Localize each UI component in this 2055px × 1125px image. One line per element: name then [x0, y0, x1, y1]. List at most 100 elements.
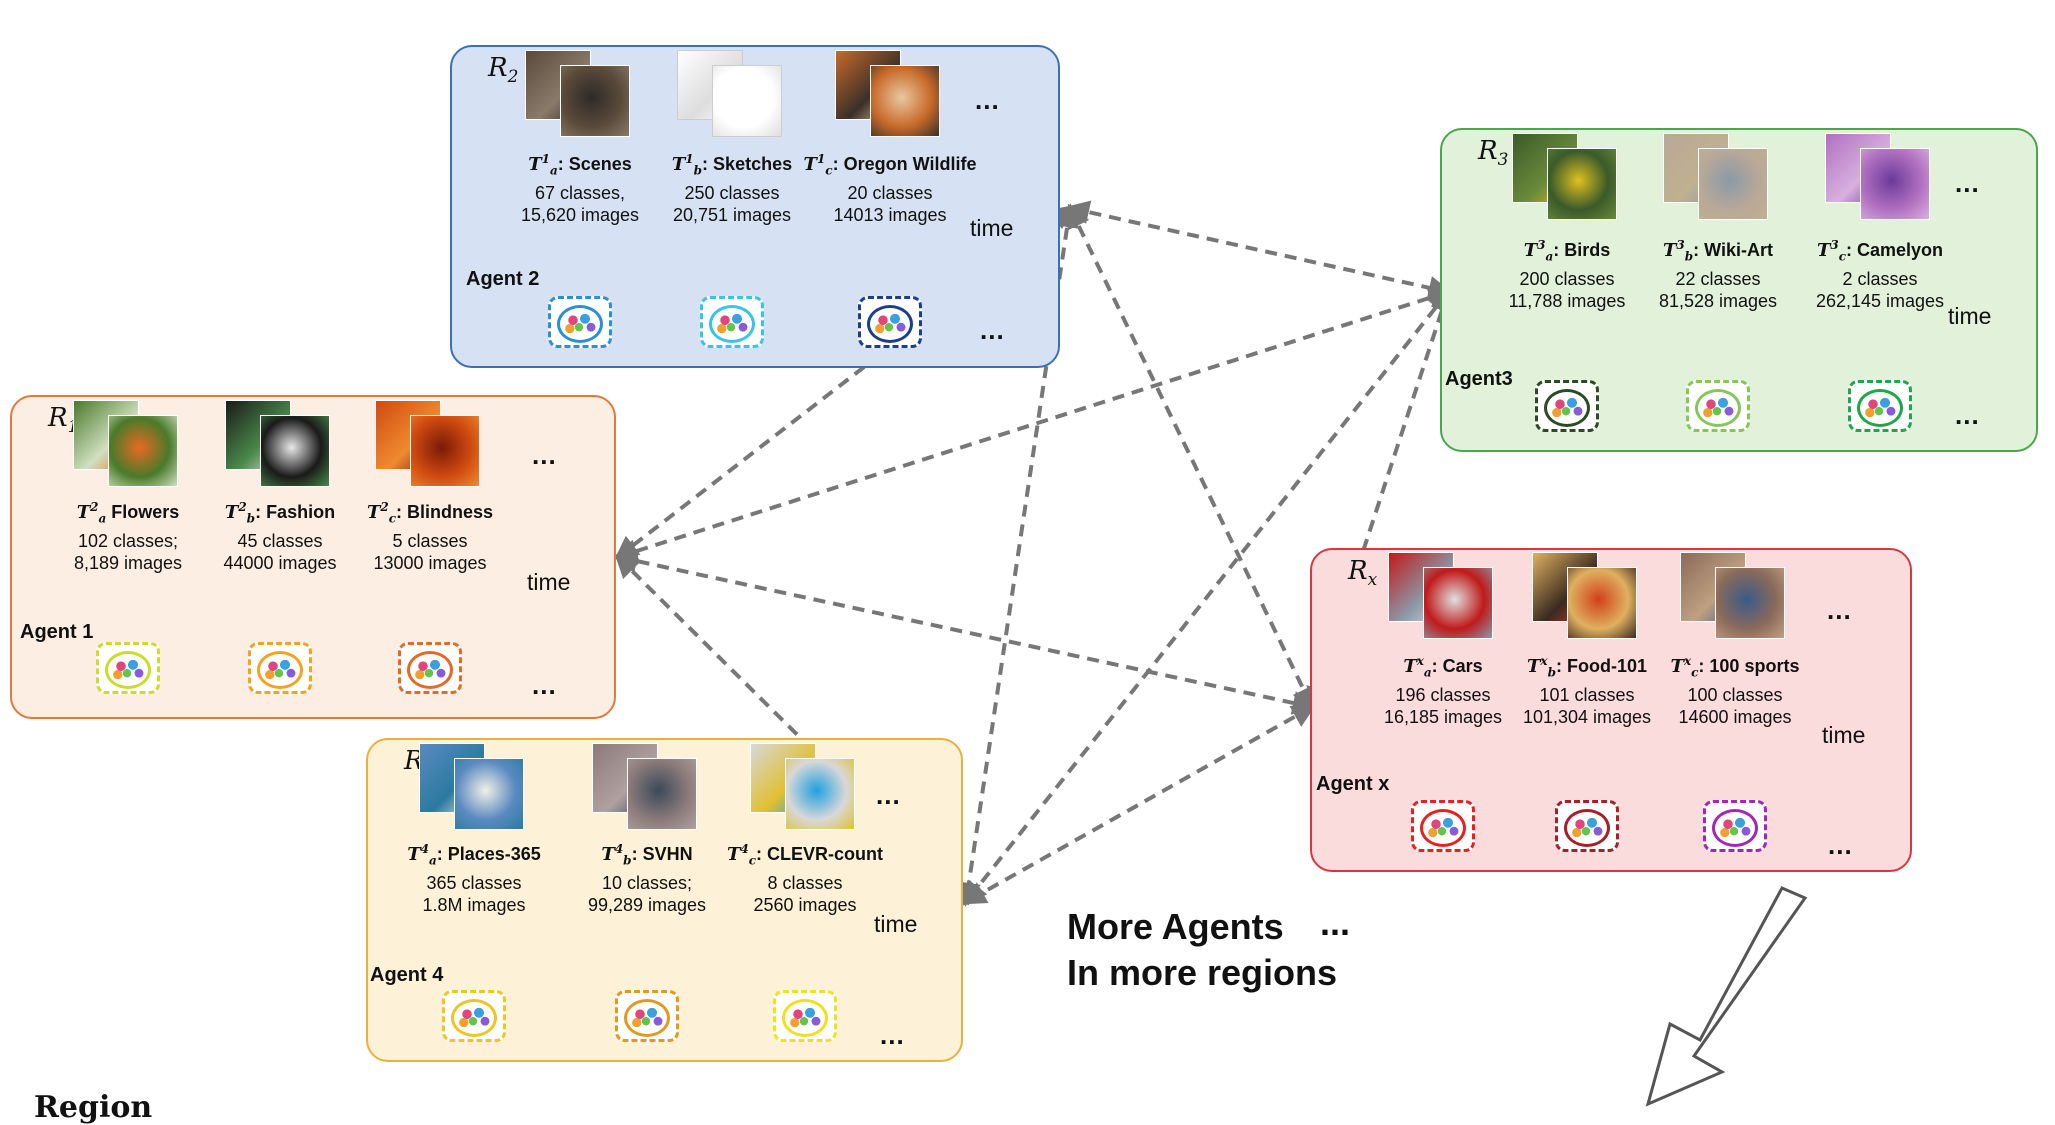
task-name: Flowers [111, 502, 180, 522]
more-clusters-ellipsis: ... [1828, 830, 1853, 860]
dataset-thumbnail [1825, 133, 1891, 203]
task-title: T3b: Wiki-Art [1659, 234, 1777, 268]
task-images: 2560 images [753, 894, 857, 915]
task-symbol-letter: T [1527, 656, 1541, 677]
task-images: 16,185 images [1383, 706, 1503, 727]
task-symbol-letter: T [1403, 656, 1417, 677]
task-symbol-superscript: 4 [740, 842, 749, 856]
task-classes: 8 classes [767, 872, 843, 893]
task-symbol-subscript: a [549, 163, 558, 178]
task-symbol: T3b [1663, 238, 1693, 264]
task-images: 8,189 images [73, 552, 183, 573]
task-name: Blindness [407, 502, 494, 522]
more-agents-line2: In more regions [1067, 952, 1338, 993]
region-letter: R [488, 53, 508, 83]
feature-cluster-icon [442, 990, 506, 1042]
zoom-arrow [1645, 886, 1808, 1107]
task-symbol-superscript: x [1540, 654, 1548, 668]
more-tasks-ellipsis: ... [876, 780, 901, 810]
cluster-ellipse [1712, 809, 1758, 847]
agent-label: Agent 4 [370, 964, 444, 986]
more-clusters-ellipsis: ... [880, 1020, 905, 1050]
task-colon: : [1431, 656, 1443, 676]
region-letter: R [404, 746, 424, 776]
task-images: 99,289 images [587, 894, 707, 915]
feature-cluster-icon [1555, 800, 1619, 852]
task-title: T2a Flowers [74, 496, 182, 530]
task-classes: 196 classes [1395, 684, 1491, 705]
task-classes: 67 classes, [534, 182, 626, 203]
task-symbol: T4b [601, 842, 631, 868]
task-symbol: T1c [803, 152, 833, 178]
dataset-thumbnail [785, 758, 855, 830]
task-symbol-letter: T [601, 844, 615, 865]
cluster-ellipse [1857, 389, 1903, 427]
task-name: Fashion [266, 502, 336, 522]
dataset-thumbnail [260, 415, 330, 487]
cluster-ellipse [867, 305, 913, 343]
more-agents-note: More Agents In more regions [1067, 904, 1337, 996]
task-images: 15,620 images [520, 204, 640, 225]
task-symbol-superscript: 4 [614, 842, 624, 856]
feature-cluster-icon [773, 990, 837, 1042]
task-name: Wiki-Art [1704, 240, 1773, 260]
task-symbol: Txb [1527, 654, 1556, 680]
task-images: 11,788 images [1508, 290, 1626, 311]
task-name: Scenes [568, 154, 632, 174]
task-symbol-letter: T [671, 154, 686, 175]
task-symbol: Txa [1403, 654, 1431, 680]
region-label: R3 [1478, 136, 1508, 170]
task-images: 262,145 images [1815, 290, 1945, 311]
task-symbol-superscript: 1 [685, 152, 694, 166]
dataset-thumbnail [1423, 567, 1493, 639]
more-agents-ellipsis: ... [1320, 902, 1351, 943]
task-name: Places-365 [447, 844, 541, 864]
cluster-ellipse [1695, 389, 1741, 427]
agent-link-arrow [613, 549, 1317, 715]
more-clusters-ellipsis: ... [980, 315, 1005, 345]
task-symbol-subscript: a [98, 511, 107, 526]
task-classes: 102 classes; [77, 530, 179, 551]
task-symbol-subscript: c [748, 853, 757, 868]
task-colon: : [557, 154, 569, 174]
task-name: SVHN [642, 844, 693, 864]
task-colon: : [396, 502, 408, 522]
task-title: T4c: CLEVR-count [727, 838, 883, 872]
task-symbol-letter: T [803, 154, 817, 175]
task-classes: 365 classes [426, 872, 522, 893]
task-images: 101,304 images [1522, 706, 1652, 727]
region-subscript: 2 [507, 67, 519, 88]
dataset-thumbnail [627, 758, 697, 830]
agent-label: Agent x [1316, 773, 1390, 795]
task-classes: 101 classes [1539, 684, 1635, 705]
task-name: Sketches [713, 154, 793, 174]
task-symbol-letter: T [76, 502, 91, 523]
time-label: time [1948, 303, 1992, 329]
cluster-ellipse [1420, 809, 1466, 847]
more-agents-line1: More Agents [1067, 906, 1284, 947]
task-symbol-letter: T [726, 844, 741, 865]
task-classes: 2 classes [1842, 268, 1918, 289]
dataset-thumbnail [108, 415, 178, 487]
task-images: 44000 images [223, 552, 337, 573]
cluster-ellipse [407, 651, 453, 689]
feature-cluster-icon [1703, 800, 1767, 852]
task-classes: 20 classes [847, 182, 933, 203]
task-classes: 45 classes [237, 530, 323, 551]
task-symbol: T3c [1817, 238, 1846, 264]
dataset-thumbnail [677, 50, 743, 120]
task-classes: 100 classes [1687, 684, 1783, 705]
agent-label: Agent 1 [20, 621, 94, 643]
task-images: 20,751 images [672, 204, 792, 225]
more-clusters-ellipsis: ... [1955, 400, 1980, 430]
region-letter: R [1348, 556, 1368, 586]
task-symbol-superscript: 3 [1676, 238, 1685, 252]
task-name: Oregon Wildlife [843, 154, 977, 174]
task-images: 81,528 images [1658, 290, 1778, 311]
